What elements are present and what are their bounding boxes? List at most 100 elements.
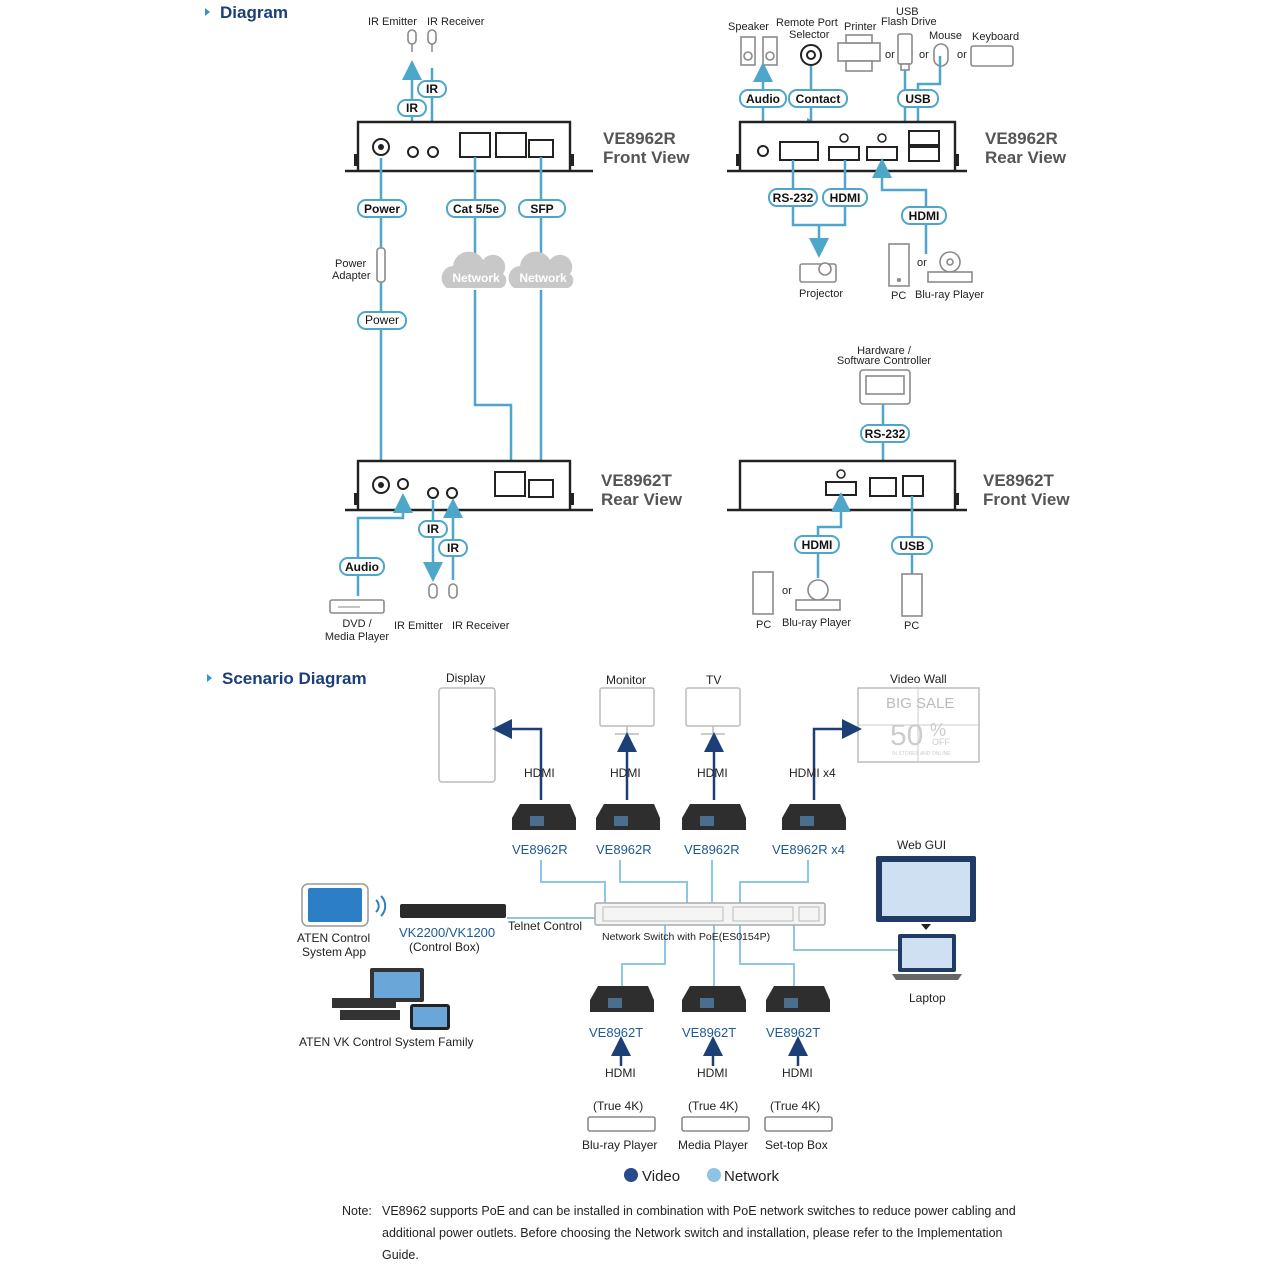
speaker-label: Speaker: [728, 21, 769, 33]
hdmi-port-icon: [825, 481, 857, 496]
display-screen: [438, 687, 496, 783]
or-label: or: [957, 49, 967, 61]
hdmi-label: HDMI: [697, 766, 728, 780]
or-label: or: [885, 49, 895, 61]
ve8962t-front-subtitle: Front View: [983, 490, 1070, 509]
keyboard-icon: [970, 45, 1014, 67]
speaker-icon: [740, 36, 778, 66]
svg-text:RS-232: RS-232: [865, 427, 906, 441]
legend-network-label: Network: [724, 1168, 780, 1185]
svg-text:OFF: OFF: [932, 737, 950, 747]
svg-text:Power: Power: [364, 202, 400, 216]
vk-family-icon: [332, 968, 450, 1030]
diagram-title: Diagram: [220, 3, 288, 22]
audio-port-icon: [757, 145, 769, 157]
usb-b-port-icon: [902, 475, 924, 497]
ve8962t-rear-subtitle: Rear View: [601, 490, 683, 509]
svg-text:Contact: Contact: [796, 92, 841, 106]
printer-label: Printer: [844, 21, 877, 33]
network-links: [507, 860, 898, 990]
ir-pill-3: IR: [418, 520, 448, 538]
ir-receiver-icon: [427, 29, 437, 52]
bluray-player-icon: [795, 579, 841, 611]
ir-receiver-label: IR Receiver: [427, 16, 485, 28]
svg-text:Audio: Audio: [746, 92, 780, 106]
or-label: or: [919, 49, 929, 61]
svg-text:RS-232: RS-232: [773, 191, 814, 205]
ir-emitter-label: IR Emitter: [368, 16, 417, 28]
rs232-pill-2: RS-232: [860, 424, 910, 443]
ir-emitter-icon: [407, 29, 417, 52]
hw-controller-label-2: Software Controller: [837, 355, 931, 367]
legend: Video Network: [624, 1168, 780, 1185]
true4k-label: (True 4K): [593, 1099, 643, 1113]
svg-text:SFP: SFP: [530, 202, 553, 216]
svg-text:HDMI: HDMI: [802, 538, 833, 552]
receiver-units: VE8962R VE8962R VE8962R VE8962R x4: [512, 804, 846, 857]
telnet-label: Telnet Control: [508, 919, 582, 933]
power-adapter-label-1: Power: [335, 258, 367, 270]
sfp-port-icon: [528, 479, 554, 498]
aten-app-label-1: ATEN Control: [297, 931, 370, 945]
wireless-icon: [375, 895, 387, 917]
rj45-port-icon: [494, 471, 526, 497]
scenario-displays: Display Monitor TV Video Wall BIG SALE 5…: [438, 671, 980, 783]
aten-control-app: ATEN Control System App: [297, 883, 387, 959]
ve8962r-front-view: IR Emitter IR Receiver IR IR VE8962R Fro…: [345, 16, 690, 173]
bluray-label-2: Blu-ray Player: [782, 617, 851, 629]
power-pill-2: Power: [357, 311, 407, 330]
ve8962t-rear-title: VE8962T: [601, 471, 672, 490]
network-cloud-icon: Network: [508, 251, 574, 288]
note-text: VE8962 supports PoE and can be installed…: [382, 1204, 1016, 1262]
svg-text:%: %: [930, 720, 946, 740]
projector-label: Projector: [799, 288, 843, 300]
bullet-icon: [205, 8, 210, 16]
ve8962r-rear-view: Speaker Remote Port Selector Printer USB…: [727, 6, 1067, 302]
control-box: VK2200/VK1200 (Control Box): [399, 904, 506, 954]
pc-label-2: PC: [756, 619, 771, 631]
hdmi-label: HDMI: [697, 1066, 728, 1080]
svg-text:BIG SALE: BIG SALE: [886, 695, 954, 712]
audio-port-icon: [397, 478, 409, 490]
receiver-label: VE8962R: [596, 842, 652, 857]
svg-text:Network: Network: [519, 271, 567, 285]
ve8962r-unit-icon: [512, 804, 576, 830]
audio-pill-2: Audio: [739, 89, 787, 108]
transmitter-units: VE8962T VE8962T VE8962T: [589, 986, 830, 1040]
rj45-port-icon: [459, 132, 491, 158]
usb-port-icon: [908, 130, 940, 146]
diagram-section-header: Diagram: [205, 3, 288, 22]
svg-text:Power: Power: [365, 313, 399, 327]
svg-text:Network: Network: [452, 271, 500, 285]
power-adapter-icon: [376, 247, 386, 283]
svg-text:IN STORES AND ONLINE: IN STORES AND ONLINE: [892, 751, 951, 757]
ve8962r-unit-icon: [682, 804, 746, 830]
usb-flash-label-2: Flash Drive: [881, 16, 937, 28]
aten-app-label-2: System App: [302, 945, 366, 959]
projector-icon: [799, 262, 837, 283]
dvd-label-2: Media Player: [325, 631, 390, 643]
svg-text:Audio: Audio: [345, 560, 379, 574]
svg-text:IR: IR: [426, 82, 438, 96]
svg-text:USB: USB: [899, 539, 925, 553]
ir-port-icon: [407, 146, 419, 158]
source-label: Set-top Box: [765, 1138, 828, 1152]
hw-controller-label-1: Hardware /: [857, 345, 912, 357]
ir-pill-1: IR: [397, 99, 427, 117]
svg-text:HDMI: HDMI: [830, 191, 861, 205]
tv-label: TV: [706, 673, 721, 687]
ve8962t-unit-icon: [766, 986, 830, 1012]
scenario-title: Scenario Diagram: [222, 669, 367, 688]
ir-receiver-label-2: IR Receiver: [452, 620, 510, 632]
remote-port-selector-icon: [800, 44, 822, 66]
video-wall: BIG SALE 50 % OFF IN STORES AND ONLINE: [857, 687, 980, 763]
pc-tower-icon: [752, 571, 774, 615]
power-adapter-label-2: Adapter: [332, 270, 371, 282]
usb-pill: USB: [897, 89, 939, 108]
ve8962r-front-subtitle: Front View: [603, 148, 690, 167]
ve8962t-rear-view: VE8962T Rear View Audio DVD / Media Play…: [325, 459, 683, 643]
network-chain: Cat 5/5e SFP Network Network: [441, 157, 574, 486]
svg-text:HDMI: HDMI: [909, 209, 940, 223]
svg-text:Cat 5/5e: Cat 5/5e: [453, 202, 499, 216]
